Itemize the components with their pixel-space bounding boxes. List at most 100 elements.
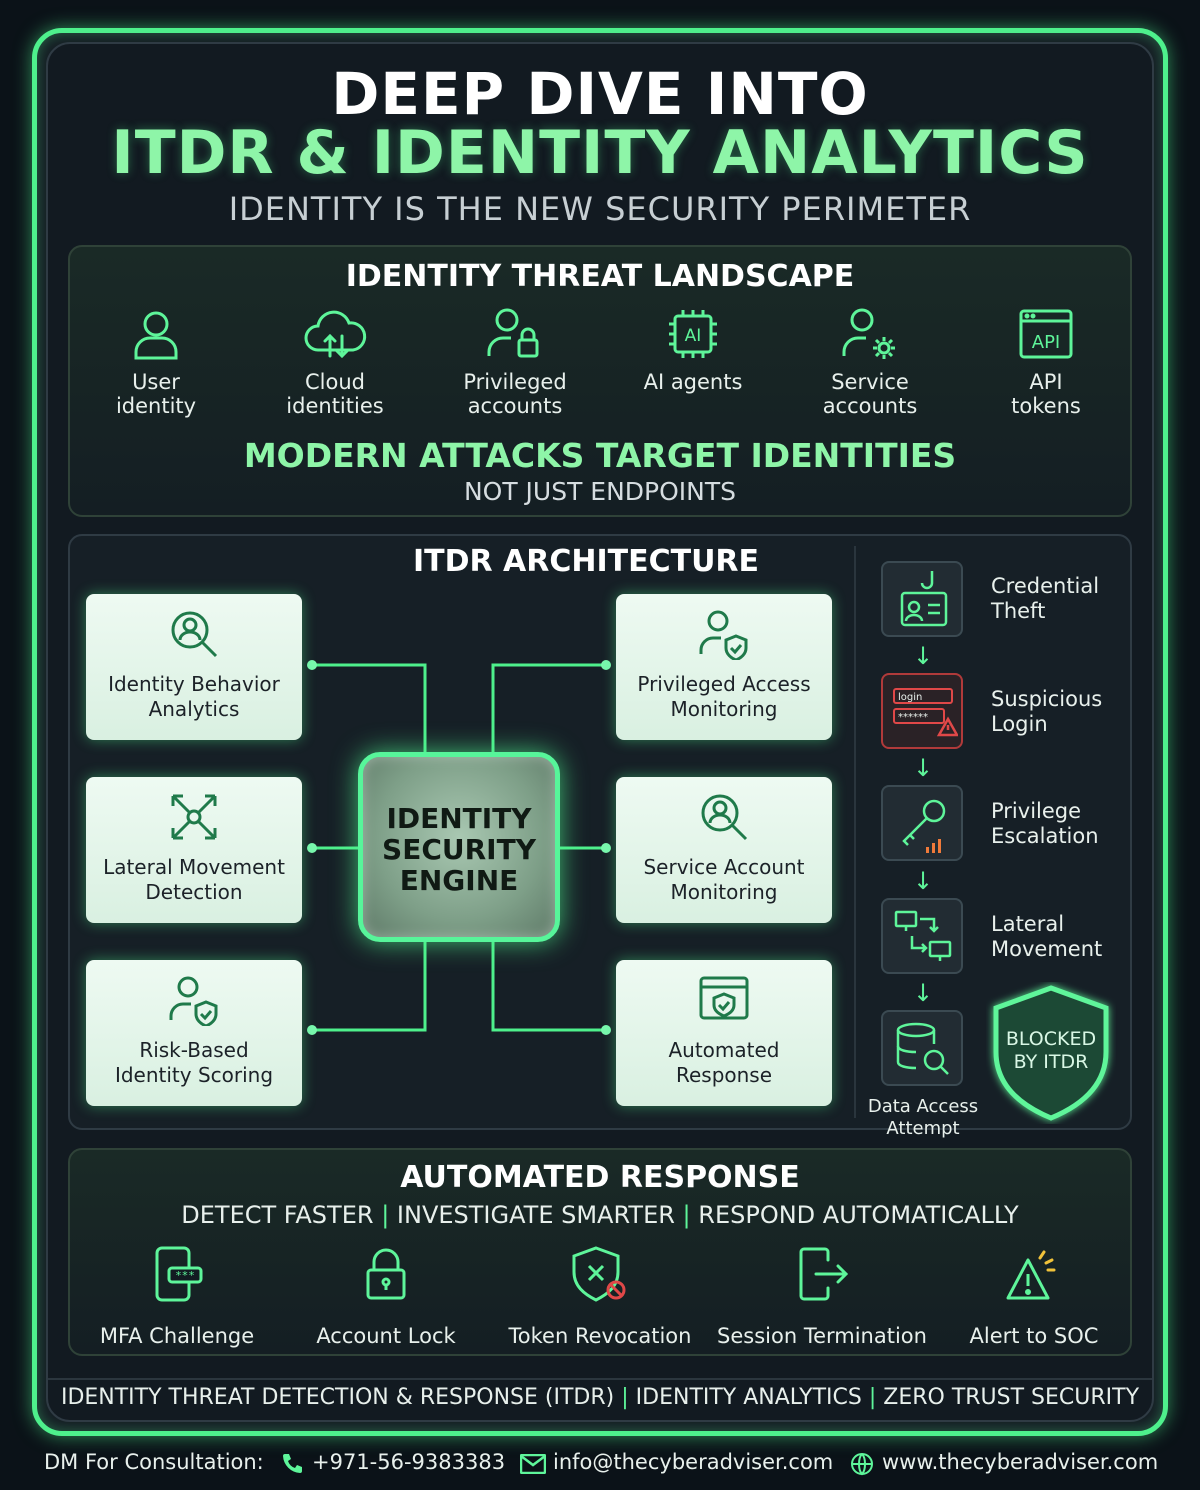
response-action-label: Token Revocation <box>508 1324 692 1348</box>
window-shield-icon <box>699 976 749 1020</box>
ai-icon-text: AI <box>685 326 702 346</box>
contact-email[interactable]: info@thecyberadviser.com <box>553 1450 834 1474</box>
response-action-alert-soc: Alert to SOC <box>924 1246 1144 1348</box>
engine-line-3: ENGINE <box>399 864 519 897</box>
email-icon <box>520 1454 546 1474</box>
chain-arrow-down-icon: ↓ <box>913 979 934 1007</box>
chain-label-2: Theft <box>991 599 1046 623</box>
footer-part: IDENTITY ANALYTICS <box>635 1385 862 1410</box>
architecture-title: ITDR ARCHITECTURE <box>412 544 760 579</box>
tagline-separator: | <box>381 1201 390 1229</box>
user-shield-icon <box>169 976 218 1026</box>
title-line-2: ITDR & IDENTITY ANALYTICS <box>111 118 1089 188</box>
chain-step-credential-theft <box>881 561 963 637</box>
response-action-label: Session Termination <box>717 1324 927 1348</box>
landscape-label-1: API <box>1029 370 1063 394</box>
response-action-session-termination: Session Termination <box>712 1246 932 1348</box>
footer-tagline: IDENTITY THREAT DETECTION & RESPONSE (IT… <box>0 1385 1200 1410</box>
landscape-label-1: Service <box>831 370 909 394</box>
ai-chip-icon: AI <box>669 310 717 358</box>
landscape-label-1: Privileged <box>463 370 567 394</box>
chain-label-1: Data Access <box>867 1096 979 1117</box>
tagline-part: DETECT FASTER <box>181 1201 374 1229</box>
footer-bar <box>48 1378 1152 1422</box>
cloud-icon <box>304 310 367 359</box>
arrows-spread-icon <box>171 794 217 840</box>
landscape-title: IDENTITY THREAT LANDSCAPE <box>345 259 855 294</box>
response-action-label: Alert to SOC <box>969 1324 1099 1348</box>
padlock-icon <box>366 1248 406 1300</box>
landscape-label-2: accounts <box>822 394 918 418</box>
blocked-line-1: BLOCKED <box>1005 1028 1097 1050</box>
card-line-1: Identity Behavior <box>108 672 280 696</box>
card-line-2: Monitoring <box>670 697 778 721</box>
phone-icon <box>283 1454 302 1473</box>
key-escalation-icon <box>902 799 946 853</box>
chain-arrow-down-icon: ↓ <box>913 867 934 895</box>
card-line-2: Detection <box>145 880 243 904</box>
database-search-icon <box>896 1022 949 1075</box>
logout-icon <box>799 1247 849 1301</box>
card-line-2: Response <box>675 1063 773 1087</box>
chain-data-access-label: Data Access Attempt <box>858 1096 988 1140</box>
landscape-tagline-sub: NOT JUST ENDPOINTS <box>463 477 737 506</box>
footer-part: IDENTITY THREAT DETECTION & RESPONSE (IT… <box>60 1385 615 1410</box>
password-field-text: ****** <box>898 712 928 723</box>
chain-label-1: Privilege <box>991 799 1082 823</box>
subtitle: IDENTITY IS THE NEW SECURITY PERIMETER <box>228 190 972 228</box>
phishing-hook-icon <box>900 571 948 627</box>
footer-part: ZERO TRUST SECURITY <box>883 1385 1140 1410</box>
threat-landscape-panel: IDENTITY THREAT LANDSCAPE <box>68 245 1132 517</box>
response-title: AUTOMATED RESPONSE <box>400 1160 800 1195</box>
card-line-1: Privileged Access <box>637 672 811 696</box>
tagline-separator: | <box>682 1201 691 1229</box>
user-shield-icon <box>699 610 748 660</box>
response-action-mfa: *** MFA Challenge <box>67 1246 287 1348</box>
footer-separator: | <box>621 1385 629 1410</box>
chain-label-1: Suspicious <box>991 687 1103 711</box>
chain-label-2: Login <box>991 712 1048 736</box>
blocked-shield-icon <box>993 985 1109 1121</box>
tagline-part: RESPOND AUTOMATICALLY <box>698 1201 1019 1229</box>
card-line-2: Analytics <box>148 697 240 721</box>
contact-phone[interactable]: +971-56-9383383 <box>312 1450 506 1474</box>
landscape-label-2: accounts <box>467 394 563 418</box>
api-icon-text: API <box>1032 332 1060 353</box>
title-line-1: DEEP DIVE INTO <box>331 60 869 128</box>
svg-text:***: *** <box>175 1269 195 1282</box>
phone-otp-icon: *** <box>155 1246 203 1302</box>
architecture-divider <box>854 546 856 1118</box>
chain-label-1: Lateral <box>991 912 1065 936</box>
landscape-label-2: identities <box>286 394 384 418</box>
contact-website[interactable]: www.thecyberadviser.com <box>882 1450 1159 1474</box>
card-line-1: Risk-Based <box>139 1038 249 1062</box>
tagline-part: INVESTIGATE SMARTER <box>396 1201 675 1229</box>
response-action-account-lock: Account Lock <box>276 1246 496 1348</box>
chain-arrow-down-icon: ↓ <box>913 754 934 782</box>
automated-response-panel: AUTOMATED RESPONSE <box>68 1148 1132 1356</box>
response-action-label: Account Lock <box>316 1324 456 1348</box>
card-line-2: Identity Scoring <box>114 1063 274 1087</box>
user-gear-icon <box>842 308 895 359</box>
landscape-tagline: MODERN ATTACKS TARGET IDENTITIES <box>243 436 957 475</box>
globe-icon <box>851 1453 873 1476</box>
landscape-item-ai: AI AI agents <box>613 306 773 394</box>
user-lock-icon <box>487 308 539 358</box>
landscape-label-1: AI agents <box>643 370 743 394</box>
chain-step-data-access <box>881 1010 963 1086</box>
chain-step-suspicious-login: login ****** <box>881 673 963 749</box>
card-line-2: Monitoring <box>670 880 778 904</box>
chain-label-2: Attempt <box>886 1118 960 1139</box>
identity-security-engine: IDENTITY SECURITY ENGINE <box>358 752 560 942</box>
shield-x-icon <box>572 1246 626 1302</box>
search-user-icon <box>171 611 218 658</box>
